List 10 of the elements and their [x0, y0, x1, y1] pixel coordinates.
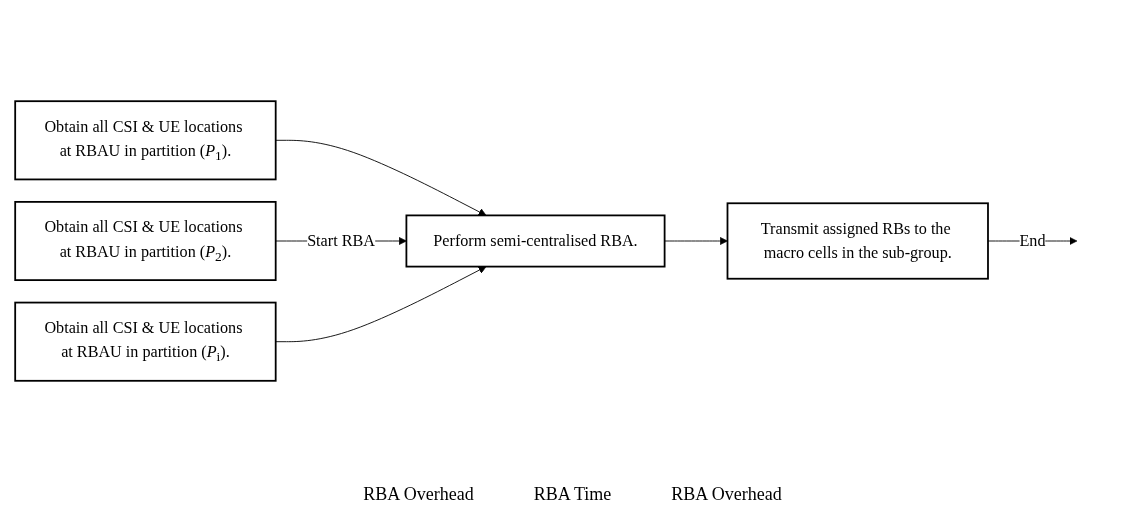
node-box: Obtain all CSI & UE locations at RBAU in partition (P$_{2}$). [13, 201, 277, 281]
brace-label: RBA Time [533, 484, 612, 505]
brace-label: RBA Overhead [363, 484, 474, 505]
node-box: Obtain all CSI & UE locations at RBAU in partition (P$_{i}$). [13, 301, 277, 382]
node-box: Perform semi-centralised RBA. [405, 214, 665, 268]
node-box: Obtain all CSI & UE locations at RBAU in partition (P$_{1}$). [13, 100, 277, 181]
edge-label: Start RBA [306, 231, 375, 250]
brace-label: RBA Overhead [671, 484, 782, 505]
node-box: Transmit assigned RBs to the macro cells in the sub-group. [726, 202, 989, 280]
edge-label: End [1018, 231, 1045, 250]
